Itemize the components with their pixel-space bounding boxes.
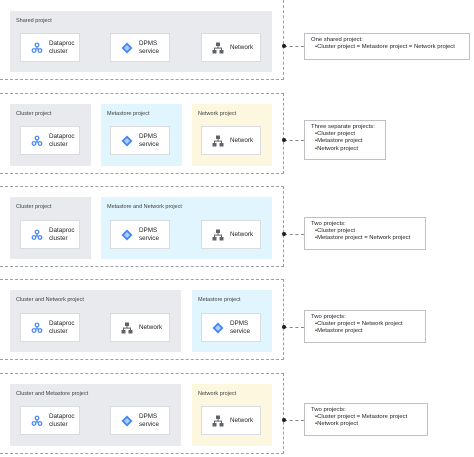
project-label: Network project: [198, 391, 237, 397]
card-label: Network: [139, 323, 163, 331]
scenario-note-1: One shared project: Cluster project = Me…: [304, 33, 470, 60]
scenario-note-2: Three separate projects: Cluster project…: [304, 120, 386, 160]
connector-dot: [282, 232, 286, 236]
connector-dot: [282, 44, 286, 48]
project-label: Metastore and Network project: [107, 204, 182, 210]
note-item: Metastore project: [311, 138, 379, 145]
dataproc-cluster-card: Dataproc cluster: [20, 406, 80, 435]
card-label: DPMS service: [230, 320, 250, 335]
card-label: Dataproc cluster: [49, 227, 75, 242]
note-item: Cluster project: [311, 131, 379, 138]
card-label: DPMS service: [139, 413, 159, 428]
note-item: Metastore project: [311, 328, 419, 335]
dpms-icon: [120, 228, 133, 241]
connector-dot: [282, 418, 286, 422]
dpms-service-card: DPMS service: [110, 220, 170, 249]
project-label: Metastore project: [198, 297, 241, 303]
project-label: Cluster and Network project: [16, 297, 84, 303]
note-item: Cluster project = Network project: [311, 321, 419, 328]
dataproc-cluster-card: Dataproc cluster: [20, 313, 80, 342]
note-title: One shared project:: [311, 37, 363, 43]
project-label: Metastore project: [107, 111, 150, 117]
scenario-frame-4: [0, 279, 284, 360]
card-label: DPMS service: [139, 40, 159, 55]
scenario-frame-1: [0, 0, 284, 80]
scenario-frame-2: [0, 93, 284, 174]
network-icon: [211, 228, 224, 241]
note-item: Metastore project = Network project: [311, 235, 419, 242]
dpms-service-card: DPMS service: [110, 406, 170, 435]
network-card: Network: [201, 126, 261, 155]
dataproc-icon: [30, 414, 43, 427]
connector-line: [284, 234, 304, 235]
dataproc-icon: [30, 228, 43, 241]
card-label: Dataproc cluster: [49, 40, 75, 55]
dpms-service-card: DPMS service: [110, 126, 170, 155]
network-card: Network: [110, 313, 170, 342]
dpms-icon: [120, 134, 133, 147]
note-title: Two projects:: [311, 221, 346, 227]
dpms-service-card: DPMS service: [110, 33, 170, 62]
card-label: Dataproc cluster: [49, 413, 75, 428]
note-item: Cluster project = Metastore project = Ne…: [311, 44, 463, 51]
dpms-icon: [211, 321, 224, 334]
scenario-frame-5: [0, 373, 284, 454]
network-icon: [211, 134, 224, 147]
connector-dot: [282, 138, 286, 142]
note-item: Cluster project = Metastore project: [311, 414, 421, 421]
note-title: Two projects:: [311, 407, 346, 413]
project-label: Cluster project: [16, 204, 52, 210]
connector-line: [284, 420, 304, 421]
card-label: DPMS service: [139, 227, 159, 242]
scenario-note-3: Two projects: Cluster project Metastore …: [304, 217, 426, 250]
network-icon: [211, 414, 224, 427]
connector-dot: [282, 325, 286, 329]
note-title: Two projects:: [311, 314, 346, 320]
card-label: Network: [230, 230, 254, 238]
network-card: Network: [201, 406, 261, 435]
card-label: Dataproc cluster: [49, 133, 75, 148]
card-label: Network: [230, 416, 254, 424]
note-item: Network project: [311, 146, 379, 153]
project-label: Cluster and Metastore project: [16, 391, 89, 397]
project-label: Shared project: [16, 18, 52, 24]
scenario-note-5: Two projects: Cluster project = Metastor…: [304, 403, 428, 436]
note-item: Cluster project: [311, 228, 419, 235]
network-card: Network: [201, 33, 261, 62]
project-label: Network project: [198, 111, 237, 117]
note-title: Three separate projects:: [311, 124, 375, 130]
network-icon: [120, 321, 133, 334]
dataproc-cluster-card: Dataproc cluster: [20, 33, 80, 62]
card-label: Network: [230, 136, 254, 144]
dpms-icon: [120, 41, 133, 54]
dataproc-icon: [30, 41, 43, 54]
scenario-note-4: Two projects: Cluster project = Network …: [304, 310, 426, 343]
network-icon: [211, 41, 224, 54]
connector-line: [284, 46, 304, 47]
dataproc-icon: [30, 134, 43, 147]
dataproc-cluster-card: Dataproc cluster: [20, 220, 80, 249]
note-item: Network project: [311, 421, 421, 428]
network-card: Network: [201, 220, 261, 249]
scenario-frame-3: [0, 186, 284, 267]
card-label: Dataproc cluster: [49, 320, 75, 335]
card-label: Network: [230, 43, 254, 51]
dpms-icon: [120, 414, 133, 427]
dataproc-icon: [30, 321, 43, 334]
project-label: Cluster project: [16, 111, 52, 117]
connector-line: [284, 140, 304, 141]
connector-line: [284, 327, 304, 328]
card-label: DPMS service: [139, 133, 159, 148]
dataproc-cluster-card: Dataproc cluster: [20, 126, 80, 155]
dpms-service-card: DPMS service: [201, 313, 261, 342]
